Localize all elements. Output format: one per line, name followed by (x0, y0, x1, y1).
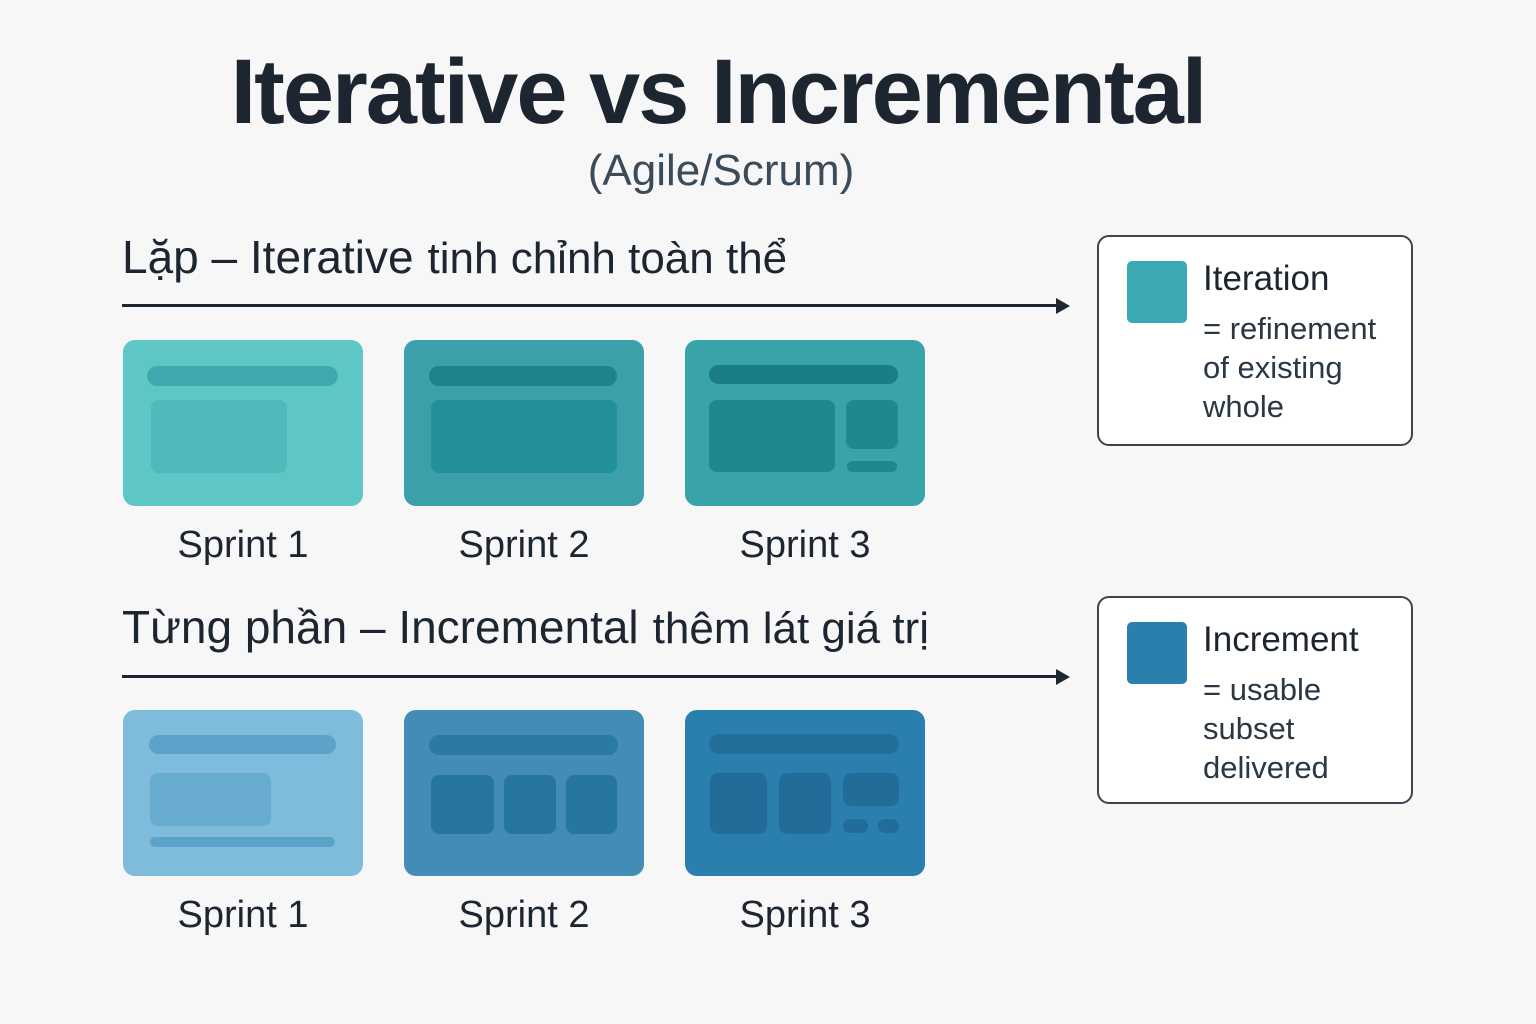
side-block-shape (846, 400, 898, 449)
timeline-arrow-incremental (122, 669, 1070, 685)
section-heading-main: Từng phần – Incremental (122, 601, 639, 653)
section-heading-note: thêm lát giá trị (652, 604, 929, 653)
sprint-card (685, 340, 925, 506)
small-pill-1-shape (843, 819, 868, 833)
sprint-label: Sprint 3 (739, 894, 871, 936)
legend-iteration: Iteration = refinement of existing whole (1097, 235, 1413, 446)
module-block-3-shape (566, 775, 617, 834)
incremental-sprint-1: Sprint 1 (123, 710, 363, 937)
increment-swatch (1127, 622, 1187, 684)
header-bar-shape (709, 734, 899, 754)
header-bar-shape (709, 365, 898, 384)
module-block-3-shape (843, 773, 899, 806)
arrow-head-icon (1056, 669, 1070, 685)
header-bar-shape (429, 366, 617, 386)
sprint-label: Sprint 2 (458, 894, 590, 936)
arrow-head-icon (1056, 298, 1070, 314)
page-title: Iterative vs Incremental (230, 41, 1208, 143)
module-block-2-shape (779, 773, 831, 834)
incremental-sprint-2: Sprint 2 (404, 710, 644, 937)
sprint-label: Sprint 3 (739, 524, 871, 566)
content-block-shape (709, 400, 835, 472)
legend-description: = refinement of existing whole (1203, 311, 1377, 424)
sprint-card (404, 710, 644, 876)
sprint-label: Sprint 1 (177, 524, 309, 566)
module-block-2-shape (504, 775, 556, 834)
arrow-line (122, 675, 1058, 678)
legend-increment: Increment = usable subset delivered (1097, 596, 1413, 804)
section-heading-note: tinh chỉnh toàn thể (427, 234, 788, 283)
timeline-arrow-iterative (122, 298, 1070, 314)
section-heading-incremental: Từng phần – Incremental thêm lát giá trị (122, 600, 929, 654)
page-subtitle: (Agile/Scrum) (587, 146, 855, 195)
legend-title: Iteration (1203, 259, 1330, 298)
header-bar-shape (147, 366, 338, 386)
sprint-label: Sprint 2 (458, 524, 590, 566)
arrow-line (122, 304, 1058, 307)
header-bar-shape (429, 735, 618, 755)
incremental-sprint-3: Sprint 3 (685, 710, 925, 937)
sprint-card (404, 340, 644, 506)
footer-bar-shape (150, 837, 335, 847)
sprint-card (123, 340, 363, 506)
header-bar-shape (149, 735, 336, 754)
small-pill-2-shape (878, 819, 899, 833)
iteration-swatch (1127, 261, 1187, 323)
side-pill-shape (847, 461, 897, 472)
content-block-shape (431, 400, 617, 473)
content-block-shape (150, 773, 271, 826)
sprint-card (123, 710, 363, 876)
module-block-1-shape (710, 773, 767, 834)
section-heading-iterative: Lặp – Iterative tinh chỉnh toàn thể (122, 230, 787, 284)
module-block-1-shape (431, 775, 494, 834)
iterative-sprint-2: Sprint 2 (404, 340, 644, 567)
sprint-label: Sprint 1 (177, 894, 309, 936)
iterative-sprint-1: Sprint 1 (123, 340, 363, 567)
content-block-shape (151, 400, 287, 473)
sprint-card (685, 710, 925, 876)
legend-description: = usable subset delivered (1203, 672, 1329, 785)
legend-title: Increment (1203, 620, 1359, 659)
iterative-sprint-3: Sprint 3 (685, 340, 925, 567)
section-heading-main: Lặp – Iterative (122, 231, 414, 283)
